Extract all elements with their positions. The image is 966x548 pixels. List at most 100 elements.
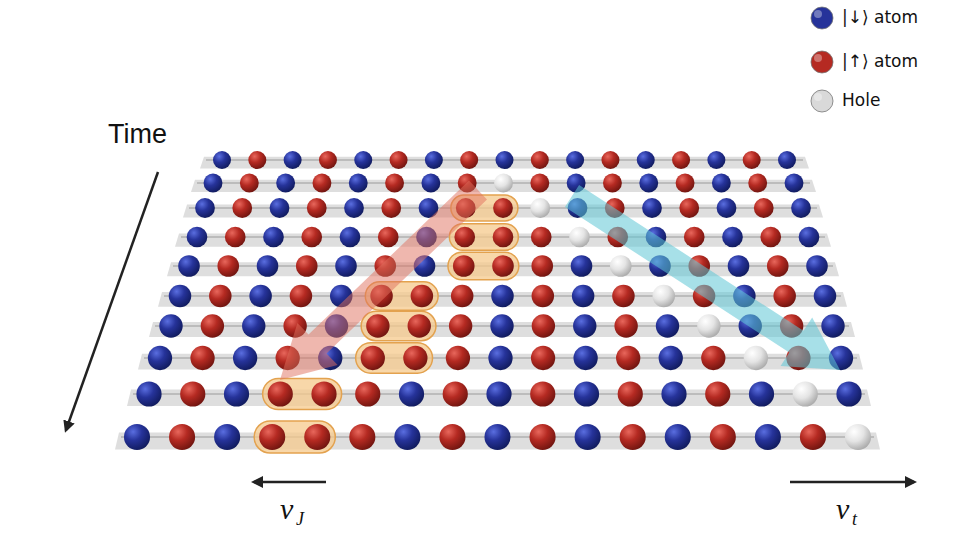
atom [354, 151, 372, 169]
swatch-highlight [814, 10, 822, 18]
atom [307, 198, 327, 218]
atom [618, 381, 643, 406]
legend-swatch [811, 7, 833, 29]
swatch-highlight [814, 54, 822, 62]
atom [242, 314, 265, 337]
atom [531, 255, 553, 277]
atom [460, 151, 478, 169]
atom [728, 255, 750, 277]
atom [284, 151, 302, 169]
hole [845, 424, 871, 450]
atom [301, 227, 322, 248]
atom [335, 255, 357, 277]
hole [793, 381, 818, 406]
atom [755, 424, 781, 450]
atom [454, 227, 475, 248]
atom [340, 227, 361, 248]
legend-text: |↑⟩ atom [842, 52, 918, 71]
atom [639, 174, 658, 193]
atom [642, 198, 662, 218]
atom [439, 424, 465, 450]
atom [749, 381, 774, 406]
atom [532, 314, 555, 337]
atom [601, 151, 619, 169]
pair-highlight [361, 311, 436, 340]
atom [659, 346, 683, 370]
atom [573, 314, 596, 337]
atom [213, 151, 231, 169]
atom [195, 198, 215, 218]
atom [209, 285, 232, 308]
atom [612, 285, 635, 308]
pair-highlight [448, 252, 519, 280]
atom [488, 346, 512, 370]
atom [799, 227, 820, 248]
atom [800, 424, 826, 450]
atom [124, 424, 150, 450]
atom [403, 346, 427, 370]
atom [679, 198, 699, 218]
atom [276, 174, 295, 193]
atom [656, 314, 679, 337]
atom [217, 255, 239, 277]
atom [571, 255, 593, 277]
atom [486, 381, 511, 406]
atom [232, 198, 252, 218]
label: Time [108, 120, 167, 150]
atom [778, 151, 796, 169]
atom [676, 174, 695, 193]
atom [493, 227, 514, 248]
velocity-arrow [254, 481, 326, 484]
atom [259, 424, 285, 450]
hole [610, 255, 632, 277]
atom [136, 381, 161, 406]
atom [453, 255, 475, 277]
atom [319, 151, 337, 169]
atom [304, 424, 330, 450]
atom [263, 227, 284, 248]
atom [381, 198, 401, 218]
atom [836, 381, 861, 406]
atom [532, 285, 555, 308]
atom [180, 381, 205, 406]
atom [394, 424, 420, 450]
atom [637, 151, 655, 169]
hole [530, 198, 550, 218]
atom [530, 424, 556, 450]
atom [312, 174, 331, 193]
atom [178, 255, 200, 277]
atom [225, 227, 246, 248]
atom [169, 285, 192, 308]
atom [754, 198, 774, 218]
atom [361, 346, 385, 370]
hole [494, 174, 513, 193]
atom [249, 285, 272, 308]
atom [773, 285, 796, 308]
atom [821, 314, 844, 337]
atom [349, 424, 375, 450]
atom [722, 227, 743, 248]
atom [268, 381, 293, 406]
swatch-highlight [814, 93, 822, 101]
atom [566, 151, 584, 169]
atom [446, 346, 470, 370]
label: t [852, 510, 857, 530]
atom [390, 151, 408, 169]
atom [349, 174, 368, 193]
atom [707, 151, 725, 169]
atom [572, 285, 595, 308]
atom [496, 151, 514, 169]
atom [451, 285, 474, 308]
atom [531, 346, 555, 370]
atom [411, 285, 434, 308]
atom [385, 174, 404, 193]
atom [443, 381, 468, 406]
atom [233, 346, 257, 370]
atom [421, 174, 440, 193]
atom [201, 314, 224, 337]
atom [425, 151, 443, 169]
atom [187, 227, 208, 248]
pair-highlight [449, 224, 518, 251]
atom [743, 151, 761, 169]
